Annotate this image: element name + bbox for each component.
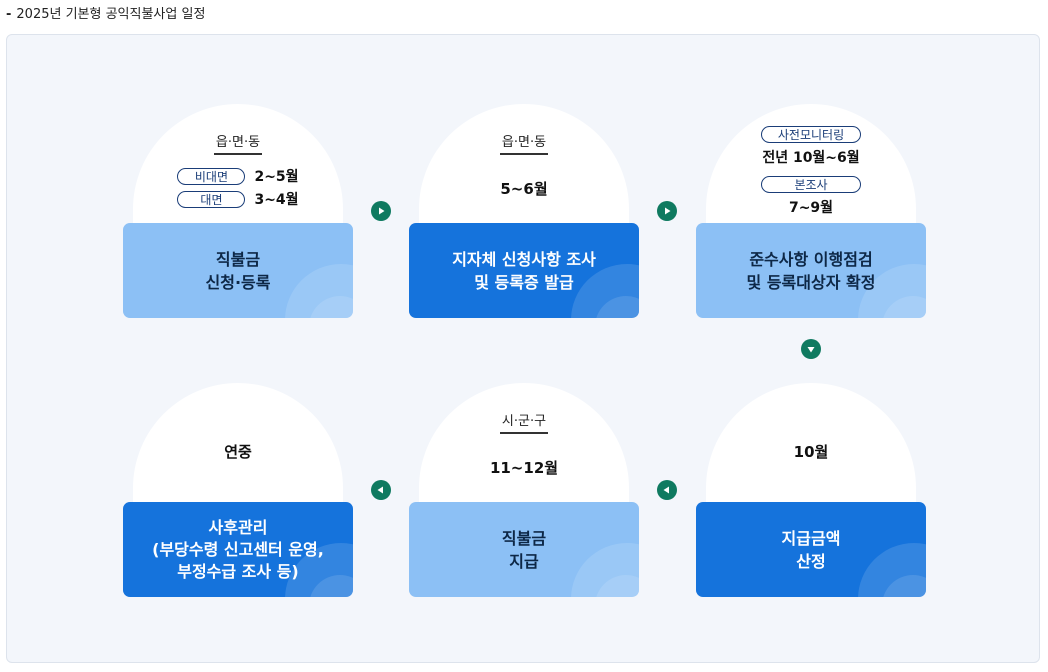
step-title: 직불금 지급 [501,528,547,571]
step-survey: 읍·면·동 5~6월 지자체 신청사항 조사 및 등록증 발급 [409,104,639,318]
step-title: 사후관리 (부당수령 신고센터 운영, 부정수급 조사 등) [152,517,324,581]
agency-label: 시·군·구 [409,410,639,434]
arrow-down-icon [801,339,821,359]
period-row-offline: 대면 3~4월 [123,189,353,209]
period-online: 2~5월 [254,169,299,185]
pill-premonitor: 사전모니터링 [761,126,861,143]
period-row-online: 비대면 2~5월 [123,166,353,186]
step-payment: 시·군·구 11~12월 직불금 지급 [409,383,639,597]
step-box: 지자체 신청사항 조사 및 등록증 발급 [409,223,639,318]
period-row-premonitor: 사전모니터링 [696,124,926,143]
pill-offline: 대면 [177,190,246,208]
step-box: 지급금액 산정 [696,502,926,597]
period-premonitor: 전년 10월~6월 [762,150,860,166]
agency-label: 읍·면·동 [409,131,639,155]
arrow-right-icon [657,201,677,221]
arrow-left-icon [657,480,677,500]
period-row-mainsurvey-value: 7~9월 [696,197,926,217]
step-title: 준수사항 이행점검 및 등록대상자 확정 [746,249,876,292]
step-title: 직불금 신청·등록 [205,249,271,292]
step-box: 준수사항 이행점검 및 등록대상자 확정 [696,223,926,318]
step-box: 직불금 신청·등록 [123,223,353,318]
period-label: 연중 [224,443,252,461]
step-aftercare: 연중 사후관리 (부당수령 신고센터 운영, 부정수급 조사 등) [123,383,353,597]
step-calculation: 10월 지급금액 산정 [696,383,926,597]
period-label: 10월 [793,443,829,461]
heading-title: 2025년 기본형 공익직불사업 일정 [16,7,206,22]
period-mainsurvey: 7~9월 [788,200,834,216]
step-inspection: 사전모니터링 전년 10월~6월 본조사 7~9월 준수사항 이행점검 및 등록… [696,104,926,318]
section-heading: -2025년 기본형 공익직불사업 일정 [6,3,205,22]
heading-bullet: - [6,7,12,22]
period-label: 11~12월 [489,459,559,477]
period-label: 5~6월 [500,180,548,198]
agency-label: 읍·면·동 [123,131,353,155]
period-row-premonitor-value: 전년 10월~6월 [696,147,926,167]
step-application: 읍·면·동 비대면 2~5월 대면 3~4월 직불금 신청·등록 [123,104,353,318]
period-offline: 3~4월 [254,192,299,208]
schedule-panel: 읍·면·동 비대면 2~5월 대면 3~4월 직불금 신청·등록 읍·면·동 5… [6,34,1040,663]
arrow-left-icon [371,480,391,500]
step-box: 직불금 지급 [409,502,639,597]
pill-mainsurvey: 본조사 [761,176,861,193]
step-title: 지자체 신청사항 조사 및 등록증 발급 [452,249,596,292]
pill-online: 비대면 [177,167,246,185]
step-box: 사후관리 (부당수령 신고센터 운영, 부정수급 조사 등) [123,502,353,597]
arrow-right-icon [371,201,391,221]
period-row-mainsurvey: 본조사 [696,174,926,193]
step-title: 지급금액 산정 [781,528,841,571]
